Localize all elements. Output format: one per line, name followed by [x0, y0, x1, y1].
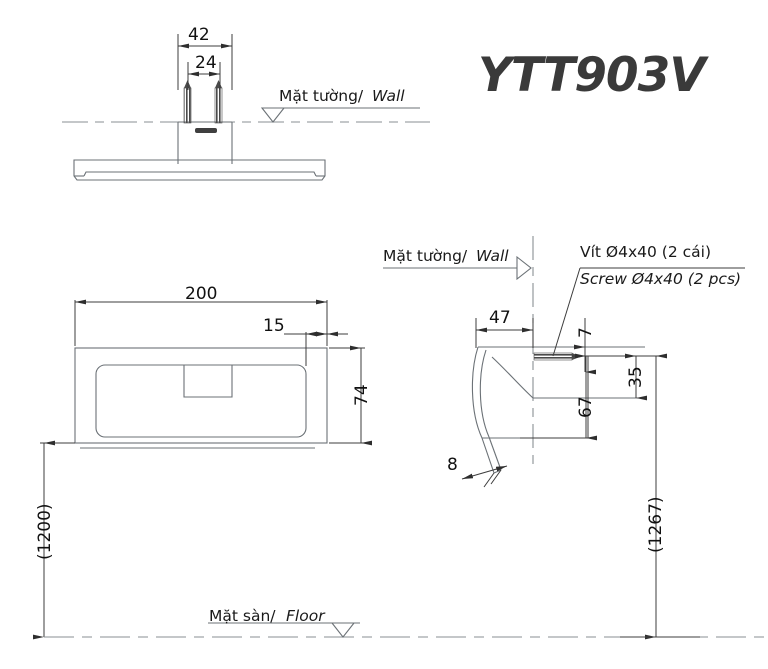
dimension-47 [475, 318, 534, 348]
dimension-15 [284, 331, 348, 366]
floor-level-symbol [208, 622, 360, 638]
top-section-view-geometry [62, 121, 430, 181]
top-wall-label-vn: Mặt tường/ [279, 87, 364, 105]
screw-note-en: Screw Ø4x40 (2 pcs) [580, 270, 742, 288]
floor-label-vn: Mặt sàn/ [209, 607, 276, 625]
side-wall-level-symbol [383, 255, 532, 281]
top-view-screws [183, 80, 223, 124]
dimension-24 [187, 62, 221, 90]
front-view-geometry [74, 347, 328, 449]
dimension-8 [461, 465, 508, 488]
dimension-200 [74, 299, 328, 346]
dimension-1200 [33, 440, 75, 640]
floor-label-en: Floor [286, 607, 325, 625]
dimension-35-label: 35 [626, 366, 646, 388]
top-wall-level-symbol [260, 107, 420, 123]
dimension-74 [329, 345, 372, 446]
dimension-67-label: 67 [576, 396, 596, 418]
screw-note-vn: Vít Ø4x40 (2 cái) [580, 243, 712, 261]
dimension-24-label: 24 [195, 53, 217, 73]
dimension-42-label: 42 [188, 25, 210, 45]
dimension-200-label: 200 [185, 284, 218, 304]
dimension-15-label: 15 [263, 316, 285, 336]
top-wall-label-en: Wall [372, 87, 405, 105]
dimension-42 [177, 34, 233, 90]
side-wall-label-vn: Mặt tường/ [383, 247, 468, 265]
side-view-geometry [471, 346, 645, 474]
dimension-8-label: 8 [447, 455, 458, 475]
dimension-74-label: 74 [352, 384, 372, 406]
dimension-1267 [620, 353, 700, 640]
dimension-1267-label: (1267) [646, 496, 666, 553]
dimension-67 [520, 353, 597, 441]
screw-right-icon [214, 80, 223, 124]
dimension-1200-label: (1200) [35, 503, 55, 560]
dimension-47-label: 47 [489, 308, 511, 328]
dimension-7-label: 7 [576, 327, 596, 338]
model-code: YTT903V [478, 48, 706, 103]
screw-note-leader [552, 267, 745, 357]
side-wall-label-en: Wall [476, 247, 509, 265]
